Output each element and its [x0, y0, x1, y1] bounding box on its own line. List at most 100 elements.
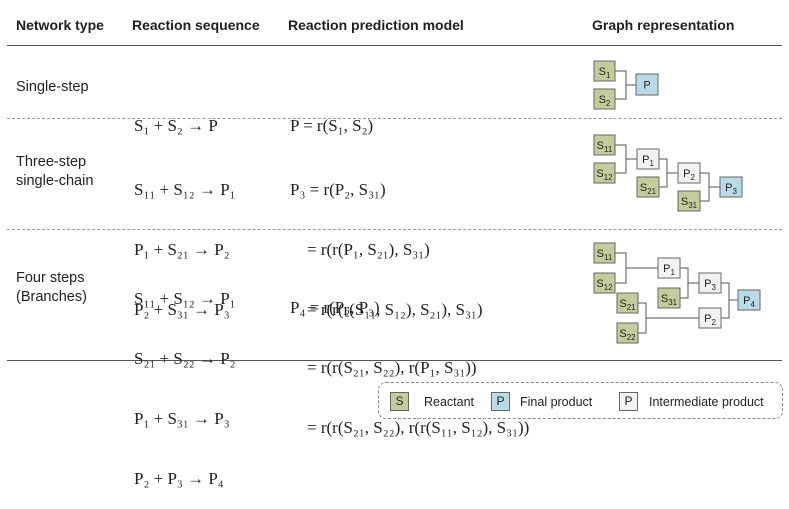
node-s12-label: S12 — [596, 168, 613, 182]
edge-branch-s11-s12 — [615, 252, 627, 284]
header-network-type: Network type — [16, 17, 104, 33]
node-s11-label: S11 — [597, 140, 613, 154]
header-reaction-sequence: Reaction sequence — [132, 17, 260, 33]
node-s21-label: S21 — [640, 182, 657, 196]
sequence-line: S₁₁ + S₁₂ → P₁ — [134, 180, 236, 199]
node-p1-box — [636, 148, 660, 170]
node-s21: S21 — [636, 176, 660, 198]
node-s11-box — [593, 242, 616, 264]
network-type-line: Four steps — [16, 270, 85, 286]
node-p2-box — [677, 162, 701, 184]
node-p3-label: P3 — [704, 278, 716, 292]
graph-representations: S1S2PS11S12P1S21P2S31P3S11S12P1S31P3S21S… — [593, 60, 761, 344]
node-s11: S11 — [593, 134, 616, 156]
node-s31-label: S31 — [681, 196, 698, 210]
row-divider-2 — [7, 229, 782, 230]
model-line: = r(r(S₂₁, S₂₂), r(P₁, S₃₁)) — [290, 358, 477, 377]
node-s31: S31 — [657, 287, 681, 309]
table-bottom-rule — [7, 360, 782, 361]
edge-branch-p1-s31 — [680, 267, 689, 299]
legend-reactant-label: Reactant — [424, 395, 475, 409]
node-p1-label: P1 — [663, 263, 675, 277]
network-type-four-steps: Four steps (Branches) — [16, 269, 87, 307]
model-line: = r(r(r(S₁₁, S₁₂), S₂₁), S₃₁) — [290, 300, 483, 319]
edge-chain-s11-s12 — [615, 144, 627, 174]
sequence-line: S₁₁ + S₁₂ → P₁ — [134, 289, 236, 308]
node-s1-box — [593, 60, 616, 82]
node-s21-box — [636, 176, 660, 198]
node-p3-final-label: P3 — [725, 182, 737, 196]
legend-intermediate-swatch: P — [619, 392, 638, 411]
node-s31-label: S31 — [661, 293, 678, 307]
reaction-sequence-single-step: S₁ + S₂ → P — [134, 76, 218, 156]
node-p4-final-box — [737, 289, 761, 311]
model-line: P₃ = r(P₂, S₃₁) — [290, 180, 386, 199]
node-p4-final-label: P4 — [743, 295, 755, 309]
node-p2: P2 — [677, 162, 701, 184]
node-p1-label: P1 — [642, 154, 654, 168]
node-p3-final-box — [719, 176, 743, 198]
node-s11: S11 — [593, 242, 616, 264]
node-p-final-label: P — [643, 80, 650, 92]
header-graph-representation: Graph representation — [592, 17, 735, 33]
network-type-line: Single-step — [16, 79, 89, 95]
reaction-sequence-three-step: S₁₁ + S₁₂ → P₁ P₁ + S₂₁ → P₂ P₂ + S₃₁ → … — [134, 140, 236, 340]
model-line: P₄ = r(P₂, P₃) — [290, 298, 380, 317]
node-s31-box — [657, 287, 681, 309]
sequence-line: P₁ + S₂₁ → P₂ — [134, 240, 230, 259]
edge-branch-p3-p2 — [721, 282, 730, 319]
network-type-line: single-chain — [16, 173, 94, 189]
edge-chain-p1-s21 — [659, 158, 668, 188]
legend-reactant-swatch: S — [390, 392, 409, 411]
edge-single-join — [615, 70, 627, 100]
node-s22-box — [616, 322, 639, 344]
node-p3: P3 — [698, 272, 722, 294]
row-divider-1 — [7, 118, 782, 119]
node-s21: S21 — [616, 292, 639, 314]
node-s12-box — [593, 162, 616, 184]
node-p2-label: P2 — [704, 313, 716, 327]
node-s11-box — [593, 134, 616, 156]
node-p-final-box — [635, 73, 659, 96]
prediction-model-single-step: P = r(S₁, S₂) — [290, 76, 373, 156]
sequence-line: P₂ + S₃₁ → P₃ — [134, 300, 230, 319]
legend-final-label: Final product — [520, 395, 593, 409]
header-rule — [7, 45, 782, 46]
prediction-model-three-step: P₃ = r(P₂, S₃₁) = r(r(P₁, S₂₁), S₃₁) = r… — [290, 140, 483, 340]
node-s1: S1 — [593, 60, 616, 82]
node-s22-label: S22 — [619, 328, 636, 342]
node-s12-label: S12 — [596, 278, 613, 292]
model-line: P = r(S₁, S₂) — [290, 116, 374, 135]
node-s2-label: S2 — [599, 94, 611, 108]
sequence-line: S₁ + S₂ → P — [134, 116, 218, 135]
node-s31: S31 — [677, 190, 701, 212]
network-type-line: (Branches) — [16, 289, 87, 305]
node-s12: S12 — [593, 272, 616, 294]
node-p-final: P — [635, 73, 659, 96]
legend-intermediate-label: Intermediate product — [649, 395, 764, 409]
network-type-line: Three-step — [16, 154, 87, 170]
node-p2-label: P2 — [683, 168, 695, 182]
legend: S Reactant P Final product P Intermediat… — [378, 382, 783, 419]
network-type-single-step: Single-step — [16, 78, 89, 97]
node-s12-box — [593, 272, 616, 294]
node-p3-box — [698, 272, 722, 294]
edge-chain-p2-s31 — [700, 172, 710, 202]
node-s2-box — [593, 88, 616, 110]
node-s21-box — [616, 292, 639, 314]
node-s1-label: S1 — [599, 66, 611, 80]
network-type-three-step: Three-step single-chain — [16, 153, 93, 191]
sequence-line: S₂₁ + S₂₂ → P₂ — [134, 349, 236, 368]
node-p4-final: P4 — [737, 289, 761, 311]
node-s22: S22 — [616, 322, 639, 344]
node-p2-box — [698, 307, 722, 329]
node-s21-label: S21 — [619, 298, 636, 312]
node-p1: P1 — [636, 148, 660, 170]
header-prediction-model: Reaction prediction model — [288, 17, 464, 33]
sequence-line: P₂ + P₃ → P₄ — [134, 469, 224, 488]
node-p3-final: P3 — [719, 176, 743, 198]
model-line: = r(r(P₁, S₂₁), S₃₁) — [290, 240, 430, 259]
node-s11-label: S11 — [597, 248, 613, 262]
node-p2: P2 — [698, 307, 722, 329]
node-p1-box — [657, 257, 681, 279]
